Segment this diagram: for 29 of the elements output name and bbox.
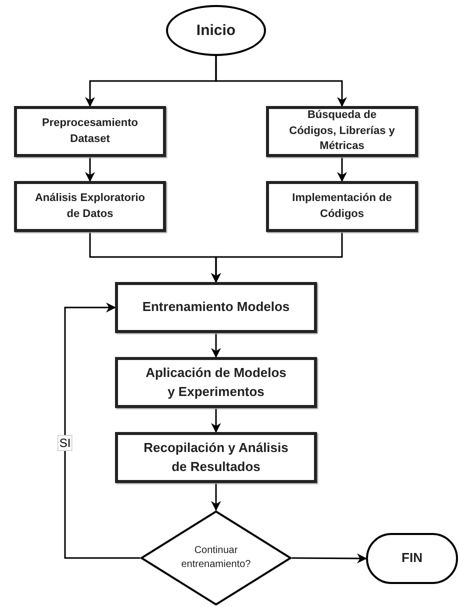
node-label: Recopilación y Análisis de Resultados xyxy=(142,438,290,476)
arrow xyxy=(85,157,95,182)
node-label: FIN xyxy=(400,549,424,568)
process-box xyxy=(115,282,317,333)
arrow xyxy=(337,157,347,182)
process-box xyxy=(115,357,317,408)
arrow xyxy=(64,302,140,559)
node-label: Análisis Exploratorio de Datos xyxy=(34,190,146,222)
terminal-shape xyxy=(366,533,458,584)
node-label: Entrenamiento Modelos xyxy=(141,298,291,316)
arrow xyxy=(215,56,347,107)
node-label: Aplicación de Modelos y Experimentos xyxy=(144,364,288,401)
process-box xyxy=(14,181,166,232)
arrow xyxy=(211,232,343,283)
decision-diamond xyxy=(140,510,292,606)
node-label: Búsqueda de Códigos, Librerías y Métricas xyxy=(288,108,396,154)
process-box xyxy=(14,106,166,157)
node-label: Continuar entrenamiento? xyxy=(180,544,252,572)
process-box xyxy=(266,106,418,157)
edge-label: SI xyxy=(57,434,73,451)
arrow xyxy=(211,333,221,358)
arrow xyxy=(292,553,367,564)
process-box xyxy=(115,432,317,483)
process-box xyxy=(266,181,418,232)
arrow xyxy=(211,483,221,511)
node-label: Inicio xyxy=(195,20,237,41)
node-label: Implementación de Códigos xyxy=(291,190,393,222)
node-label: Preprocesamiento Dataset xyxy=(41,116,139,146)
arrow xyxy=(211,408,221,433)
